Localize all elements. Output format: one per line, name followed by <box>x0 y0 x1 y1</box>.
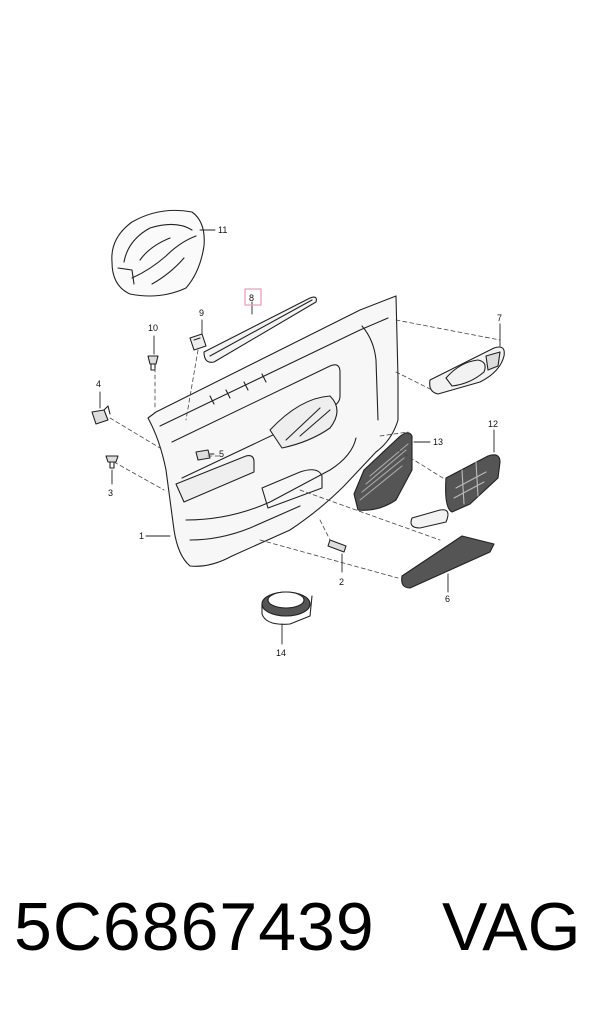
part-8-window-strip <box>203 296 317 363</box>
part-14-tape-roll <box>261 591 313 625</box>
part-4-clip <box>91 405 111 425</box>
part-number: 5C6867439 <box>14 889 375 965</box>
part-11-insulation-pad <box>111 209 205 297</box>
part-6-trim-strip <box>401 535 495 589</box>
part-1-door-trim-panel <box>147 295 399 567</box>
callout-7: 7 <box>497 313 502 323</box>
callout-13: 13 <box>433 437 443 447</box>
callout-12: 12 <box>488 419 498 429</box>
callout-8-highlight-box <box>244 288 262 306</box>
leader-lines <box>99 229 501 645</box>
callout-4: 4 <box>96 379 101 389</box>
callout-10: 10 <box>148 323 158 333</box>
callout-1: 1 <box>139 531 144 541</box>
callout-8: 8 <box>249 293 254 303</box>
part-2-screw <box>327 539 347 553</box>
part-12-switch-bezel <box>410 454 501 529</box>
callout-labels: 11 9 8 10 4 3 1 5 2 6 7 12 13 14 <box>96 225 502 658</box>
callout-2: 2 <box>339 577 344 587</box>
callout-11: 11 <box>218 225 227 235</box>
callout-14: 14 <box>276 648 286 658</box>
part-5-screw <box>195 449 211 461</box>
callout-3: 3 <box>108 488 113 498</box>
part-9-clip <box>189 333 207 351</box>
brand-name: VAG <box>442 889 581 965</box>
door-trim-exploded-diagram: 11 9 8 10 4 3 1 5 2 6 7 12 13 14 <box>91 209 505 658</box>
part-13-speaker-grille <box>353 432 413 511</box>
part-7-door-handle <box>429 346 505 395</box>
callout-6: 6 <box>445 594 450 604</box>
part-10-rivet <box>147 355 159 371</box>
callout-5: 5 <box>219 449 224 459</box>
part-3-clip <box>105 455 119 469</box>
assembly-lines <box>109 319 501 579</box>
callout-9: 9 <box>199 308 204 318</box>
